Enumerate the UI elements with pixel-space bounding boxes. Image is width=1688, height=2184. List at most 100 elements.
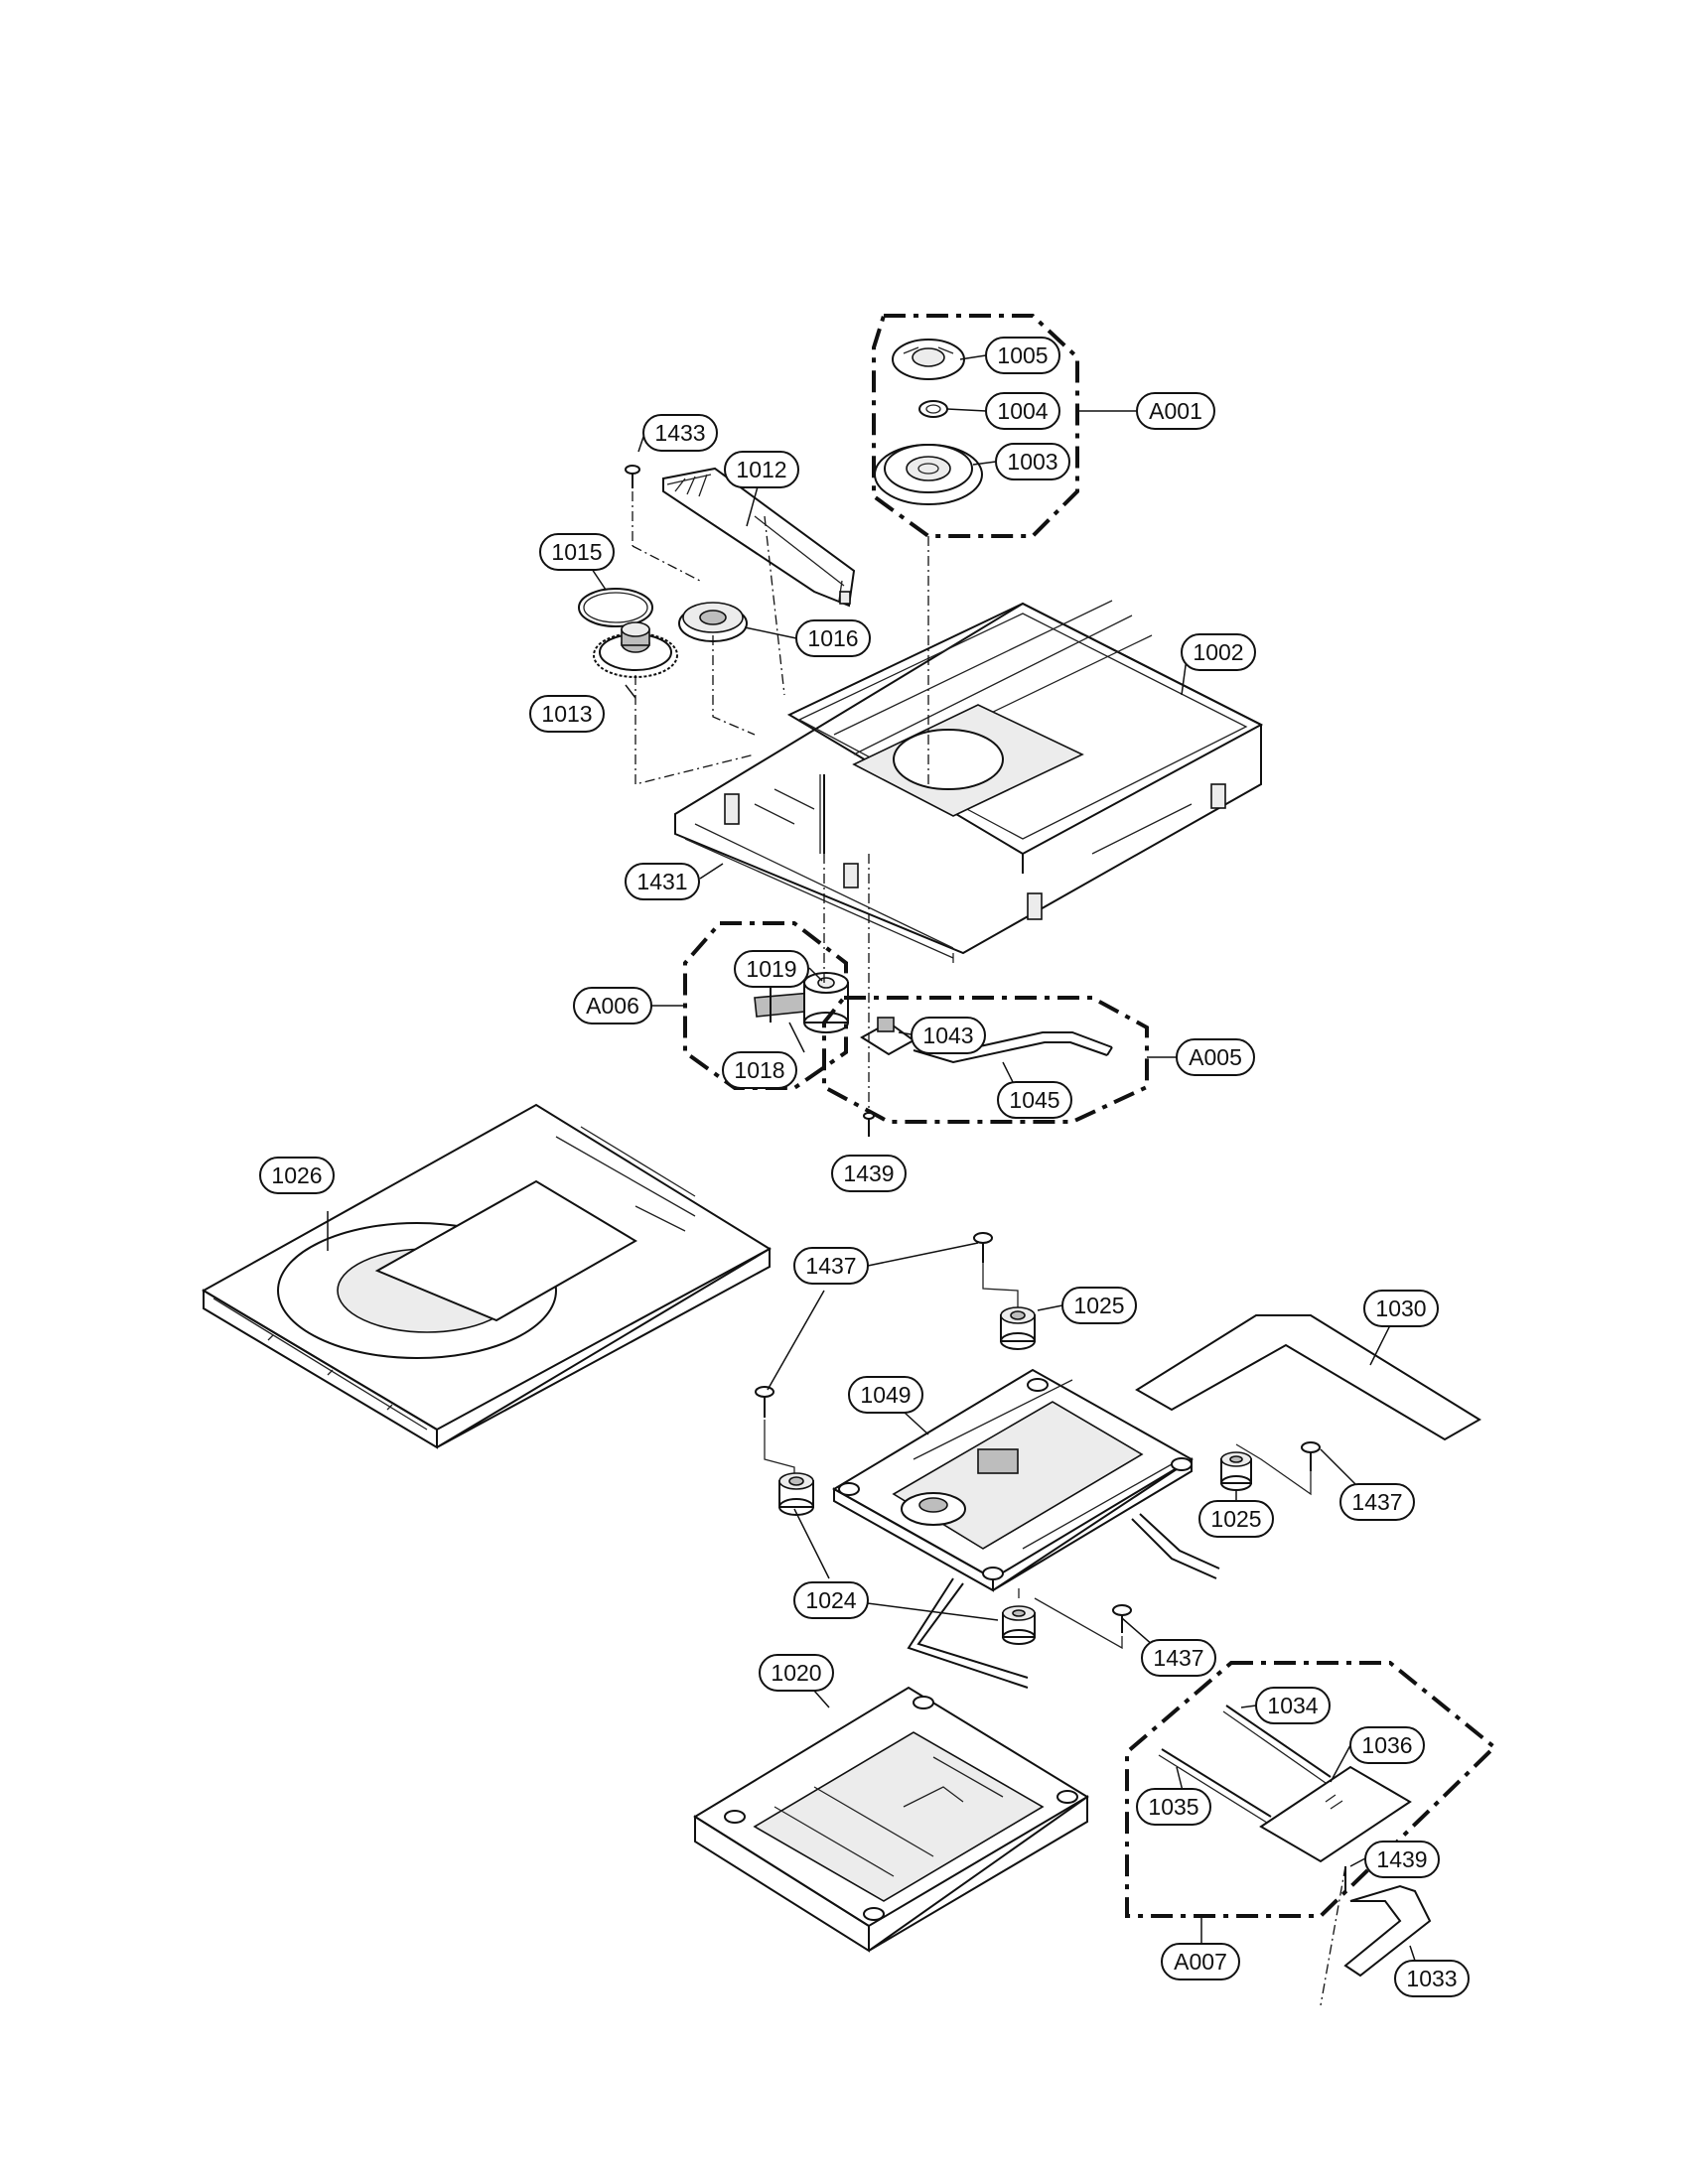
callout-a005: A005 [1176, 1038, 1255, 1076]
leader-lines [327, 354, 1416, 1962]
part-1049-traverse [832, 1368, 1194, 1592]
callout-1439-lower-text: 1439 [1376, 1846, 1427, 1872]
callout-1026-text: 1026 [271, 1162, 322, 1188]
callout-1035: 1035 [1136, 1788, 1211, 1826]
callout-1437-top: 1437 [793, 1247, 869, 1285]
callout-1439-upper: 1439 [831, 1155, 907, 1192]
callout-1015-text: 1015 [551, 539, 602, 565]
callout-1013-text: 1013 [541, 701, 592, 727]
callout-1004: 1004 [985, 392, 1060, 430]
part-1015-belt [578, 588, 653, 627]
callout-1033-text: 1033 [1406, 1966, 1457, 1991]
callout-1015: 1015 [539, 533, 615, 571]
traverse-flex-cable [907, 1577, 1029, 1689]
part-1004-ring [918, 400, 948, 418]
callout-1016-text: 1016 [807, 625, 858, 651]
callout-1025-top-text: 1025 [1073, 1293, 1124, 1318]
part-1437-screw-bottom [1034, 1597, 1132, 1650]
part-1025-damper-right [1220, 1443, 1312, 1496]
callout-a007: A007 [1161, 1943, 1240, 1980]
callout-a001-text: A001 [1149, 398, 1202, 424]
callout-1018: 1018 [722, 1051, 797, 1089]
part-1437-screw-right [1301, 1441, 1321, 1471]
callout-1019: 1019 [734, 950, 809, 988]
callout-1043-text: 1043 [922, 1023, 973, 1048]
callout-1026: 1026 [259, 1157, 335, 1194]
group-a007-outline [1125, 1661, 1498, 1918]
callout-1437-right: 1437 [1339, 1483, 1415, 1521]
callout-1025-right: 1025 [1198, 1500, 1274, 1538]
callout-1437-right-text: 1437 [1351, 1489, 1402, 1515]
callout-a001: A001 [1136, 392, 1215, 430]
callout-1433-text: 1433 [654, 420, 705, 446]
callout-a007-text: A007 [1174, 1949, 1227, 1975]
callout-1439-lower: 1439 [1364, 1841, 1440, 1878]
part-1034-cable [1222, 1705, 1332, 1784]
callout-1437-bottom-text: 1437 [1153, 1645, 1203, 1671]
callout-1431-text: 1431 [636, 869, 687, 894]
callout-1020-text: 1020 [771, 1660, 821, 1686]
part-1025-damper-top [1000, 1306, 1036, 1350]
callout-1030-text: 1030 [1375, 1296, 1426, 1321]
callout-1437-bottom: 1437 [1141, 1639, 1216, 1677]
callout-1439-upper-text: 1439 [843, 1160, 894, 1186]
part-1437-screw-left [755, 1386, 795, 1479]
callout-1035-text: 1035 [1148, 1794, 1198, 1820]
part-1005-clamp [892, 339, 965, 380]
callout-1036: 1036 [1349, 1726, 1425, 1764]
part-1013-gear [593, 621, 678, 678]
part-1439-screw-lower [1320, 1865, 1346, 2006]
callout-1012-text: 1012 [736, 457, 786, 482]
part-1002-chassis [674, 600, 1264, 963]
part-1012-rack [662, 467, 856, 608]
callout-1034-text: 1034 [1267, 1693, 1318, 1718]
part-1431-shaft [819, 774, 825, 854]
callout-1025-top: 1025 [1061, 1287, 1137, 1324]
part-1035-cable [1158, 1748, 1272, 1824]
part-1433-screw [625, 465, 701, 582]
callout-1018-text: 1018 [734, 1057, 784, 1083]
callout-1437-top-text: 1437 [805, 1253, 856, 1279]
callout-1005: 1005 [985, 337, 1060, 374]
callout-1024: 1024 [793, 1581, 869, 1619]
callout-1433: 1433 [642, 414, 718, 452]
callout-1002-text: 1002 [1193, 639, 1243, 665]
callout-1043: 1043 [911, 1017, 986, 1054]
callout-1034: 1034 [1255, 1687, 1331, 1724]
callout-1030: 1030 [1363, 1290, 1439, 1327]
callout-1016: 1016 [795, 619, 871, 657]
callout-1045: 1045 [997, 1081, 1072, 1119]
callout-1013: 1013 [529, 695, 605, 733]
callout-1003: 1003 [995, 443, 1070, 480]
callout-1033: 1033 [1394, 1960, 1470, 1997]
group-a007 [1125, 1661, 1498, 1918]
callout-1003-text: 1003 [1007, 449, 1057, 475]
part-1003-turntable [874, 444, 983, 505]
callout-1431: 1431 [625, 863, 700, 900]
part-1439-screw-upper [863, 854, 875, 1137]
callout-a006: A006 [573, 987, 652, 1024]
group-a001 [872, 314, 1079, 538]
group-a005 [822, 996, 1149, 1124]
part-1036-board [1259, 1765, 1412, 1863]
callout-1045-text: 1045 [1009, 1087, 1059, 1113]
part-1033-cable [1343, 1884, 1432, 1978]
callout-a005-text: A005 [1189, 1044, 1242, 1070]
callout-1002: 1002 [1181, 633, 1256, 671]
part-1043-switch-board [860, 1017, 915, 1056]
part-1030-flat-cable [1135, 1314, 1481, 1441]
group-a005-outline [822, 996, 1149, 1124]
part-1024-damper-bottom [1002, 1588, 1036, 1645]
callout-1049: 1049 [848, 1376, 923, 1414]
callout-1012: 1012 [724, 451, 799, 488]
part-1018-motor-bracket [754, 988, 815, 1023]
callout-1019-text: 1019 [746, 956, 796, 982]
group-a006 [683, 854, 849, 1090]
callout-1004-text: 1004 [997, 398, 1048, 424]
callout-1005-text: 1005 [997, 342, 1048, 368]
callout-1049-text: 1049 [860, 1382, 911, 1408]
part-1024-damper-left [778, 1472, 814, 1516]
callout-a006-text: A006 [586, 993, 639, 1019]
part-1437-screw-top [973, 1232, 1019, 1315]
